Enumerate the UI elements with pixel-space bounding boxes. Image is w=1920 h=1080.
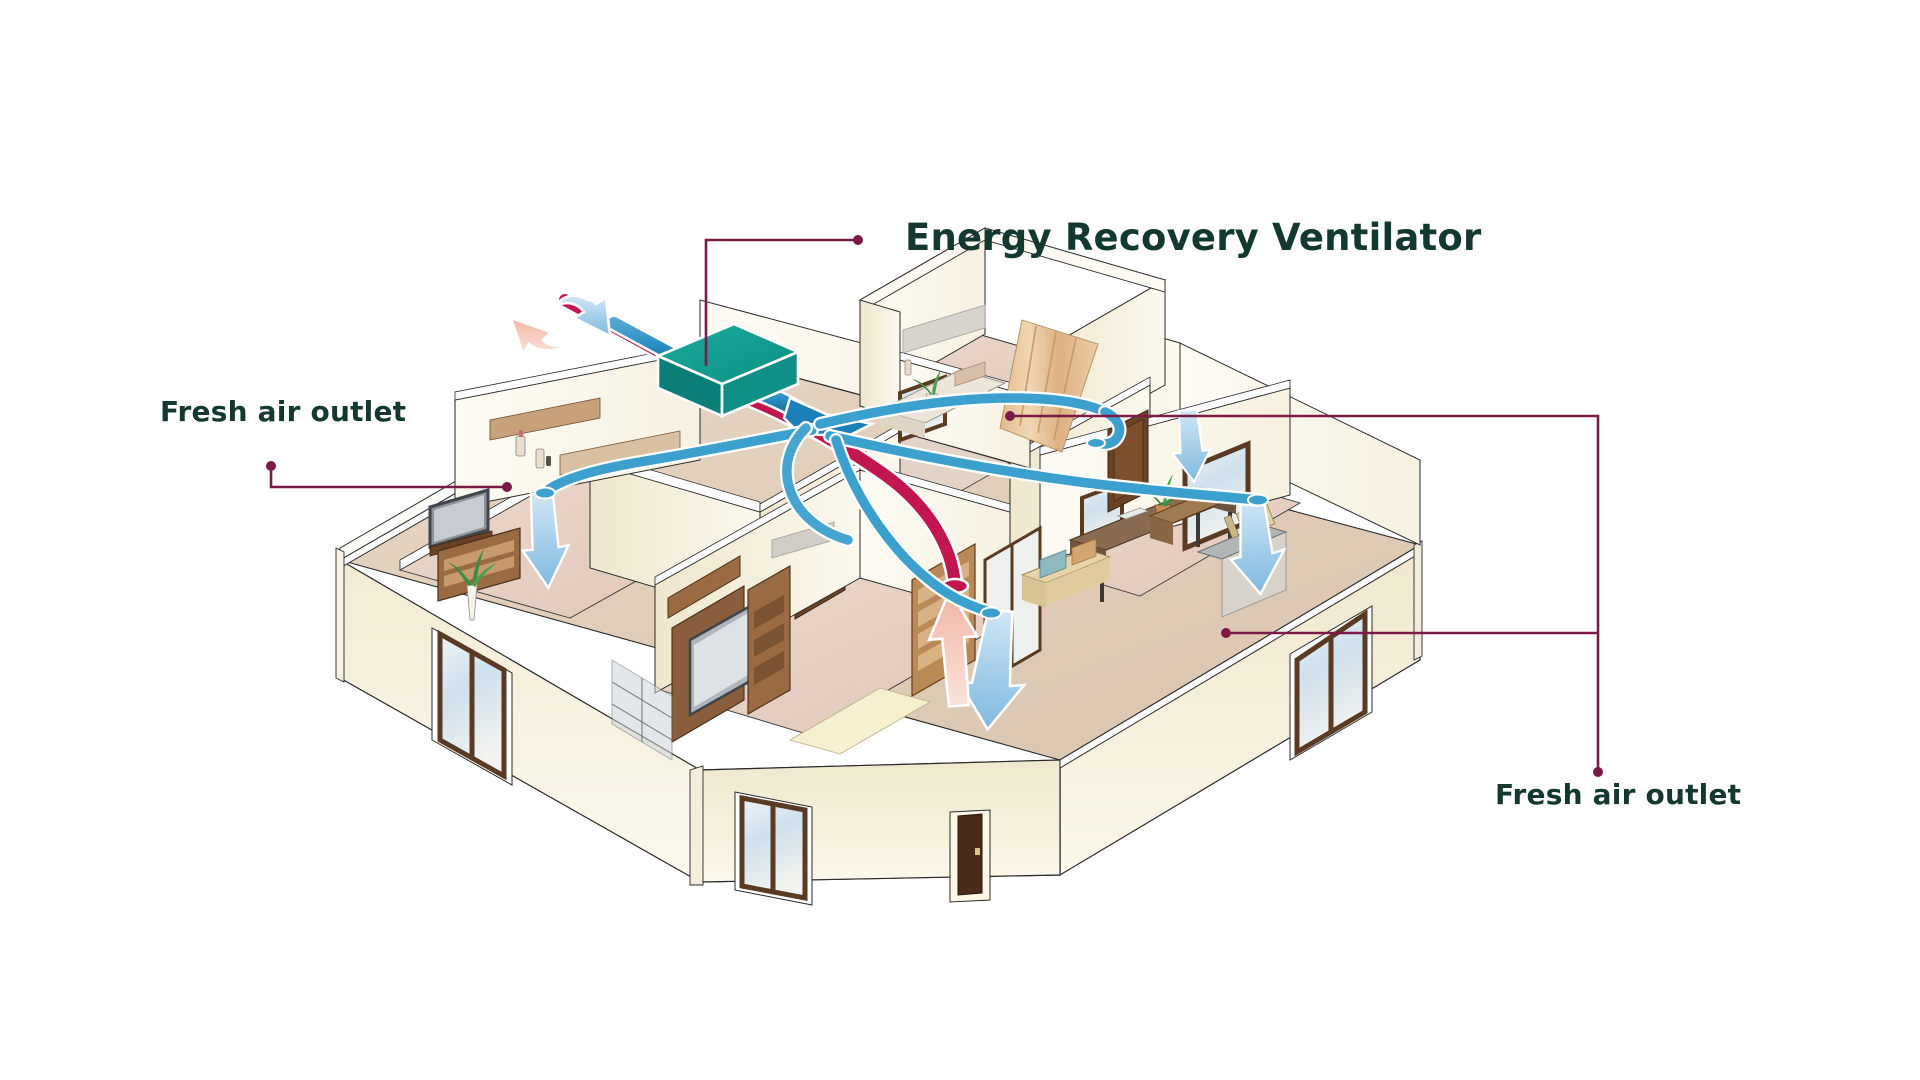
title-leader-dot [853, 235, 863, 245]
right-leader-dot-label [1593, 767, 1603, 777]
erv-unit[interactable] [654, 322, 802, 418]
left-leader-dot-label [266, 461, 276, 471]
right-leader-dot-lower-outlet [1221, 628, 1231, 638]
page-title: Energy Recovery Ventilator [905, 216, 1482, 259]
left-leader-line [269, 466, 507, 489]
right-leader-dot-upper-outlet [1005, 411, 1015, 421]
front-door [949, 809, 991, 903]
room-air-arrows [520, 408, 1287, 732]
ductwork [534, 291, 1269, 620]
title-leader-line [704, 238, 858, 366]
left-leader-dot-outlet [502, 482, 512, 492]
fresh-air-outlet-label-right: Fresh air outlet [1495, 778, 1742, 811]
right-leader-vertical [1010, 414, 1600, 772]
outdoor-air-arrows [508, 294, 612, 358]
fresh-air-outlet-label-left: Fresh air outlet [160, 395, 407, 428]
